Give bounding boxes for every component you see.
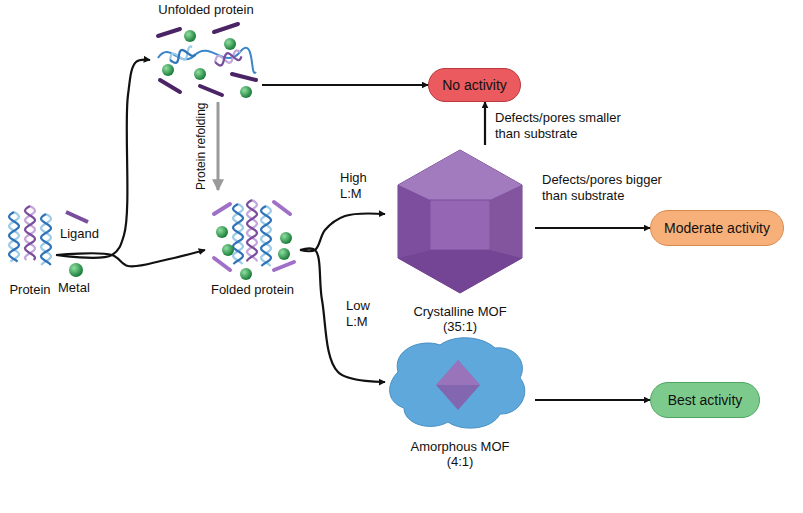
helix	[41, 214, 51, 265]
node-label: Unfolded protein	[158, 2, 253, 18]
unfolded-protein: Unfolded protein	[150, 2, 262, 102]
part-label: Metal	[58, 280, 90, 296]
helix	[9, 212, 19, 262]
helix	[170, 50, 195, 63]
part-label: Ligand	[60, 226, 99, 242]
ligand-bar	[158, 29, 180, 36]
helix	[261, 206, 271, 266]
flow-arrow	[300, 214, 385, 251]
node-label: Folded protein	[211, 282, 294, 298]
ligand-bar	[200, 86, 222, 95]
amorphous-blob	[390, 338, 525, 428]
edge-label: Defects/pores bigger than substrate	[542, 172, 677, 203]
helix	[25, 206, 35, 260]
ligand-bar	[274, 202, 290, 214]
flow-arrow	[535, 227, 650, 229]
edge-label: Low L:M	[346, 298, 386, 329]
pill-text: Best activity	[668, 392, 743, 409]
node-label: Protein	[9, 282, 50, 298]
result-pill: Best activity	[650, 382, 760, 418]
edge-label: Defects/pores smaller than substrate	[495, 110, 645, 141]
metal-sphere	[194, 68, 206, 80]
result-pill: Moderate activity	[650, 210, 784, 246]
helix	[233, 204, 243, 264]
result-pill: No activity	[428, 68, 521, 102]
metal-sphere	[280, 232, 292, 244]
node-label: (35:1)	[443, 319, 477, 335]
flow-arrow	[56, 60, 150, 258]
folded-protein: Folded protein	[205, 190, 300, 298]
metal-sphere	[240, 86, 252, 98]
metal-sphere	[278, 248, 290, 260]
edge-label: High L:M	[340, 170, 380, 201]
crystal-polyhedron	[398, 150, 522, 293]
helix	[247, 200, 257, 262]
flow-arrow	[217, 102, 220, 190]
edge-label: Protein refolding	[193, 103, 207, 190]
ligand-bar	[214, 24, 238, 32]
flow-arrow	[535, 399, 650, 401]
ligand-bar	[214, 204, 230, 214]
crystalline-mof: Crystalline MOF(35:1)	[385, 145, 535, 335]
amorphous-mof: Amorphous MOF(4:1)	[385, 335, 535, 470]
metal-sphere	[162, 64, 174, 76]
node-label: Amorphous MOF	[411, 439, 510, 455]
ligand-bar	[66, 212, 88, 222]
ligand-bar	[232, 74, 256, 80]
ligand-bar	[160, 80, 180, 92]
flow-arrow	[484, 102, 486, 145]
flow-arrow	[262, 84, 428, 86]
ligand-bar	[214, 258, 230, 270]
pill-text: Moderate activity	[664, 220, 770, 237]
helix	[41, 214, 51, 265]
helix	[261, 206, 271, 266]
helix	[9, 212, 19, 262]
metal-sphere	[216, 226, 228, 238]
metal-sphere	[69, 263, 83, 277]
flow-arrow	[300, 249, 385, 382]
protein: Protein	[4, 190, 56, 298]
pill-text: No activity	[442, 77, 507, 94]
helix	[25, 206, 35, 260]
metal-sphere	[222, 244, 234, 256]
node-label: (4:1)	[447, 454, 474, 470]
metal-sphere	[224, 38, 236, 50]
helix	[215, 53, 241, 65]
ligand-bar	[274, 262, 294, 270]
flow-arrow	[56, 250, 205, 266]
helix	[247, 200, 257, 262]
metal-sphere	[184, 30, 196, 42]
node-label: Crystalline MOF	[413, 304, 506, 320]
helix	[233, 204, 243, 264]
metal-sphere	[240, 268, 252, 280]
